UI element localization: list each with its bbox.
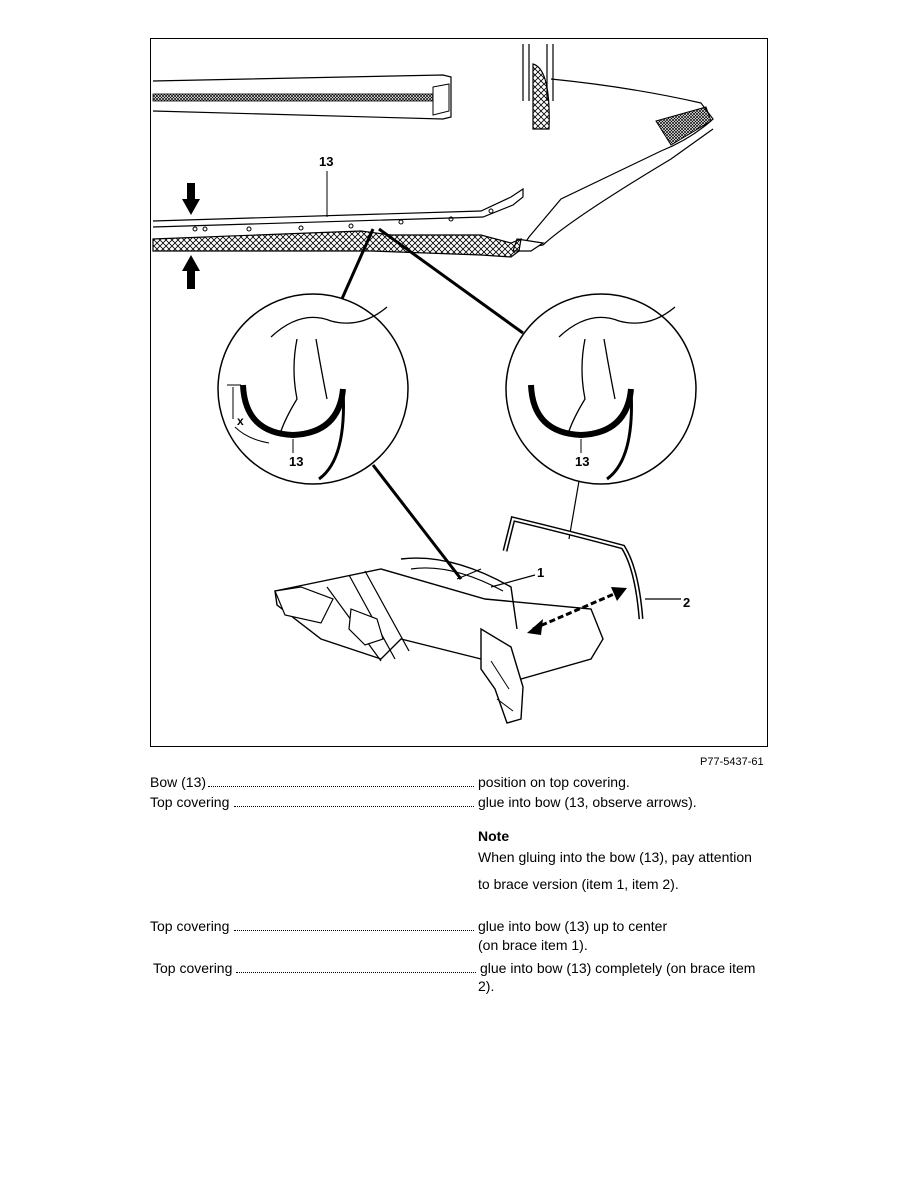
brace-swap-arrow xyxy=(532,589,622,631)
leader-dots xyxy=(208,786,474,787)
illustration-frame: 13 13 13 x 1 2 xyxy=(150,38,768,747)
step-action: glue into bow (13) completely (on brace … xyxy=(480,960,756,976)
callout-item-1: 1 xyxy=(537,565,544,580)
down-arrow-icon xyxy=(182,183,200,215)
step-label: Top covering xyxy=(153,960,233,976)
pillar-detail xyxy=(522,44,554,130)
callout-x: x xyxy=(237,414,244,428)
soft-top-frame xyxy=(274,557,604,724)
step-action-continued: (on brace item 1). xyxy=(478,937,588,953)
leader-dots xyxy=(234,806,474,807)
note-text-line-2: to brace version (item 1, item 2). xyxy=(478,876,679,892)
callout-13-left: 13 xyxy=(289,454,303,469)
magnified-detail-left xyxy=(217,293,409,485)
callout-13-right: 13 xyxy=(575,454,589,469)
bow-13-assembly xyxy=(152,171,524,258)
folded-covering-detail xyxy=(512,78,714,252)
step-label: Top covering xyxy=(150,794,230,810)
top-covering-illustration: 13 13 13 x 1 2 xyxy=(152,44,714,724)
step-label: Top covering xyxy=(150,918,230,934)
leader-line-frame xyxy=(371,464,463,580)
leader-line-left xyxy=(339,228,375,302)
leader-dots xyxy=(234,930,474,931)
callout-item-2: 2 xyxy=(683,595,690,610)
leader-dots xyxy=(236,972,476,973)
brace-item-2 xyxy=(502,515,681,620)
leader-line-brace xyxy=(568,480,580,540)
step-action: glue into bow (13) up to center xyxy=(478,918,668,934)
step-action: position on top covering. xyxy=(478,774,630,790)
step-action: glue into bow (13, observe arrows). xyxy=(478,794,697,810)
up-arrow-icon xyxy=(182,255,200,289)
note-text-line-1: When gluing into the bow (13), pay atten… xyxy=(478,849,752,865)
callout-13-top: 13 xyxy=(319,154,333,169)
leader-line-right xyxy=(378,227,524,335)
figure-code: P77-5437-61 xyxy=(700,756,764,768)
note-heading: Note xyxy=(478,828,510,844)
step-action-continued: 2). xyxy=(478,978,495,994)
magnified-detail-right xyxy=(505,293,697,485)
step-label: Bow (13) xyxy=(150,774,207,790)
bow-profile-detail xyxy=(152,74,452,120)
